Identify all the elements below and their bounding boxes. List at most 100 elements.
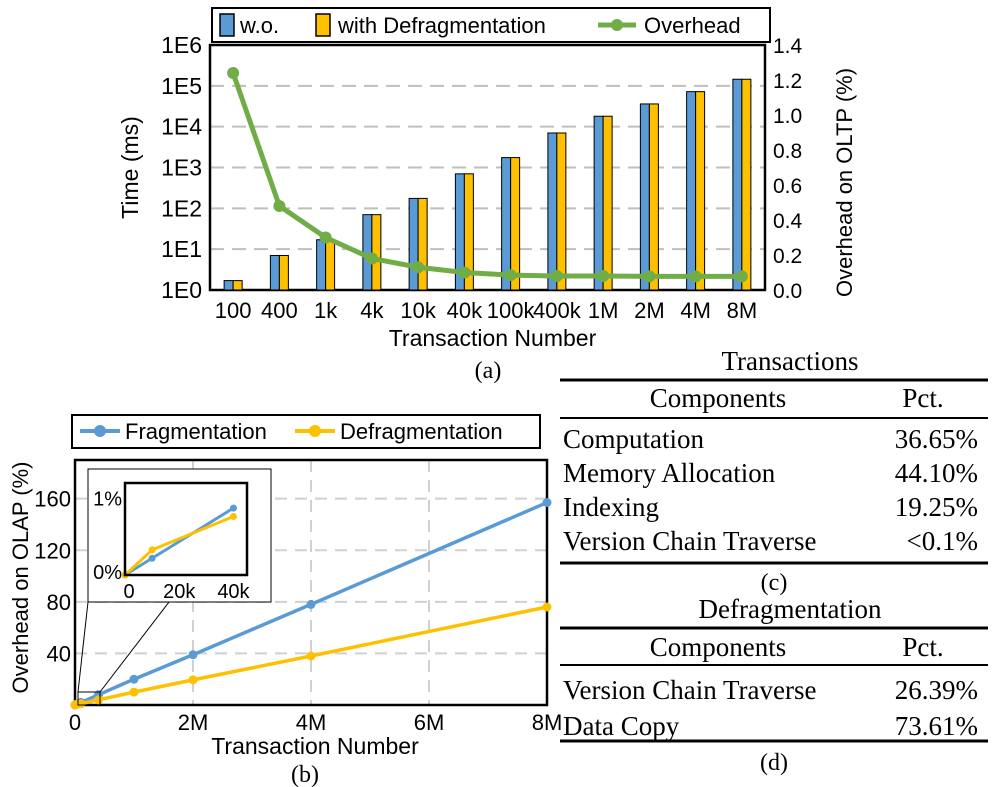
table-d-row-pct: 73.61% [895,711,978,741]
inset-frame [123,481,249,577]
table-c-caption: (c) [761,570,788,596]
fragmentation-point [306,599,316,609]
bar-with-defrag [648,103,659,291]
defragmentation-point [306,651,316,661]
inset-y-tick-label: 0% [93,562,122,584]
plot-frame [208,43,767,292]
bar-with-defrag [278,254,289,291]
legend-swatch-wo [219,13,235,37]
y-left-tick-label: 1E1 [161,236,202,262]
bar-with-defrag [602,115,613,291]
table-c-row-name: Computation [563,424,704,454]
x-tick-label: 4M [680,298,711,323]
inset-x-tick-label: 0 [123,581,134,603]
legend-label-overhead: Overhead [644,13,741,38]
inset-y-tick-label: 1% [93,488,122,510]
caption-b: (b) [291,762,319,787]
y-tick-label: 120 [34,538,71,563]
bar-with-defrag [417,197,428,291]
x-tick-label: 2M [178,710,209,735]
legend-label-with: with Defragmentation [337,13,546,38]
y-left-tick-label: 1E2 [161,195,202,221]
table-c-header-components: Components [650,383,787,413]
y-left-tick-label: 1E6 [161,32,202,58]
overhead-point [689,270,702,283]
zoom-box [77,691,101,706]
legend-marker-frag [94,425,106,437]
x-tick-label: 100 [215,298,252,323]
x-tick-label: 400 [261,298,298,323]
y-right-axis-label: Overhead on OLTP (%) [832,68,857,297]
x-tick-label: 400k [533,298,582,323]
x-axis-label: Transaction Number [389,325,597,351]
inset-defragmentation-point [229,512,237,520]
fragmentation-point [188,650,198,660]
table-c-row-pct: 19.25% [895,492,978,522]
overhead-point [319,231,332,244]
x-tick-label: 2M [634,298,665,323]
table-d-title: Defragmentation [699,594,882,624]
y-tick-label: 160 [34,487,71,512]
legend-box [211,7,771,43]
inset-fragmentation-point [148,554,156,562]
table-d-caption: (d) [760,750,788,776]
x-axis-label: Transaction Number [211,733,419,759]
x-tick-label: 8M [532,710,563,735]
defragmentation-point [542,602,552,612]
y-left-tick-label: 1E5 [161,73,202,99]
table-c-row-name: Memory Allocation [563,458,776,488]
y-tick-label: 80 [47,590,71,615]
defragmentation-point [129,687,139,697]
overhead-point [227,67,240,79]
table-d-row-name: Version Chain Traverse [563,675,816,705]
table-c-row-pct: <0.1% [907,526,978,556]
legend-swatch-with [315,13,331,37]
overhead-point [365,252,378,265]
table-d-header-pct: Pct. [902,632,943,662]
x-tick-label: 40k [447,298,483,323]
legend-label-wo: w.o. [239,13,279,38]
y-left-tick-label: 1E0 [161,277,202,303]
table-c-row-name: Version Chain Traverse [563,526,816,556]
table-c-title: Transactions [721,346,858,376]
y-left-tick-label: 1E3 [161,155,202,181]
y-right-tick-label: 0.2 [773,245,802,268]
bar-with-defrag [556,132,567,291]
y-right-tick-label: 1.0 [773,105,802,128]
bar-with-defrag [371,214,382,291]
y-axis-label: Overhead on OLAP (%) [8,462,33,694]
table-c-row-name: Indexing [563,492,659,522]
overhead-line [230,72,742,279]
table-d-row-pct: 26.39% [895,675,978,705]
plot-frame [73,458,549,707]
x-tick-label: 10k [400,298,436,323]
x-tick-label: 100k [487,298,536,323]
bar-with-defrag [695,91,706,291]
overhead-point [412,261,425,274]
x-tick-label: 4M [296,710,327,735]
x-tick-label: 6M [414,710,445,735]
zoom-connector [77,601,89,693]
y-right-tick-label: 0.4 [773,210,803,233]
x-tick-label: 1k [314,298,338,323]
inset-fragmentation-point [229,504,237,512]
x-tick-label: 4k [360,298,384,323]
x-tick-label: 1M [588,298,619,323]
bar-with-defrag [510,157,521,291]
defragmentation-point [94,695,104,705]
inset-x-tick-label: 40k [217,581,250,603]
bar-with-defrag [232,280,243,291]
y-left-tick-label: 1E4 [161,114,202,140]
caption-a: (a) [475,358,502,384]
y-right-tick-label: 0.0 [773,280,802,303]
overhead-point [643,270,656,283]
legend-label-frag: Fragmentation [125,419,267,444]
fragmentation-point [542,498,552,508]
y-tick-label: 40 [47,641,71,666]
y-right-tick-label: 1.4 [773,35,803,58]
y-right-tick-label: 1.2 [773,70,802,93]
table-c-header-pct: Pct. [902,383,943,413]
y-right-tick-label: 0.6 [773,175,802,198]
